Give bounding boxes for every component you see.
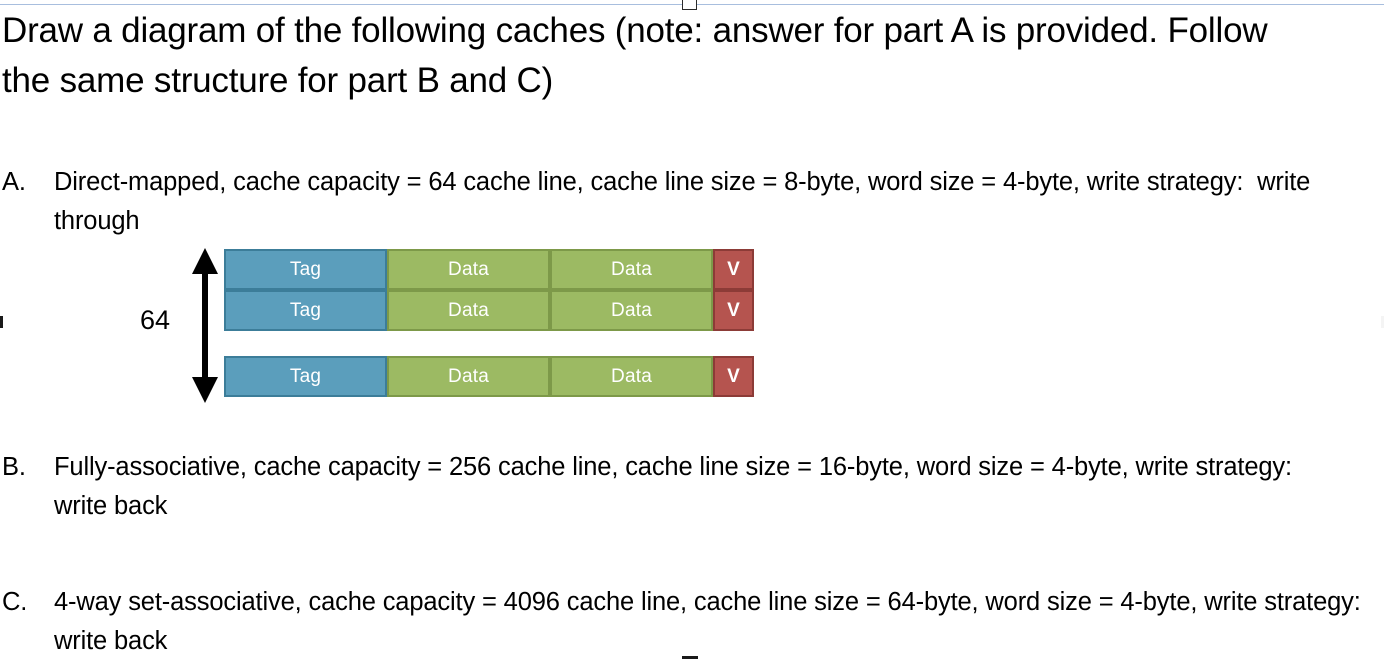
cache-row: Tag Data Data V xyxy=(224,249,754,290)
cache-cell-valid: V xyxy=(713,249,754,290)
list-item-a-text: Direct-mapped, cache capacity = 64 cache… xyxy=(54,168,1318,235)
page-title: Draw a diagram of the following caches (… xyxy=(2,11,1277,100)
list-item-b: B. Fully-associative, cache capacity = 2… xyxy=(0,448,1330,526)
cache-cell-data: Data xyxy=(387,249,550,290)
list-item-c: C. 4-way set-associative, cache capacity… xyxy=(0,583,1376,661)
cache-cell-tag: Tag xyxy=(224,356,387,397)
tab-stop-marker-bottom[interactable] xyxy=(682,656,698,659)
list-item-b-text: Fully-associative, cache capacity = 256 … xyxy=(54,453,1306,520)
tab-stop-marker-top[interactable] xyxy=(682,0,697,10)
cache-cell-valid: V xyxy=(713,290,754,331)
list-item-a: A. Direct-mapped, cache capacity = 64 ca… xyxy=(0,163,1360,241)
double-headed-vertical-arrow-icon xyxy=(190,248,220,408)
list-item-a-letter: A. xyxy=(2,168,26,196)
margin-marker-right[interactable] xyxy=(1381,316,1384,328)
cache-row: Tag Data Data V xyxy=(224,290,754,331)
cache-cell-valid: V xyxy=(713,356,754,397)
margin-marker-left[interactable] xyxy=(0,316,3,328)
list-item-b-letter: B. xyxy=(2,453,26,481)
list-item-c-letter: C. xyxy=(2,588,28,616)
cache-cell-data: Data xyxy=(550,290,713,331)
cache-cell-data: Data xyxy=(550,356,713,397)
cache-cell-data: Data xyxy=(387,356,550,397)
cache-row: Tag Data Data V xyxy=(224,356,754,397)
cache-line-count-label: 64 xyxy=(140,305,171,335)
cache-cell-data: Data xyxy=(387,290,550,331)
cache-cell-data: Data xyxy=(550,249,713,290)
cache-cell-tag: Tag xyxy=(224,249,387,290)
cache-cell-tag: Tag xyxy=(224,290,387,331)
list-item-c-text: 4-way set-associative, cache capacity = … xyxy=(54,588,1375,655)
